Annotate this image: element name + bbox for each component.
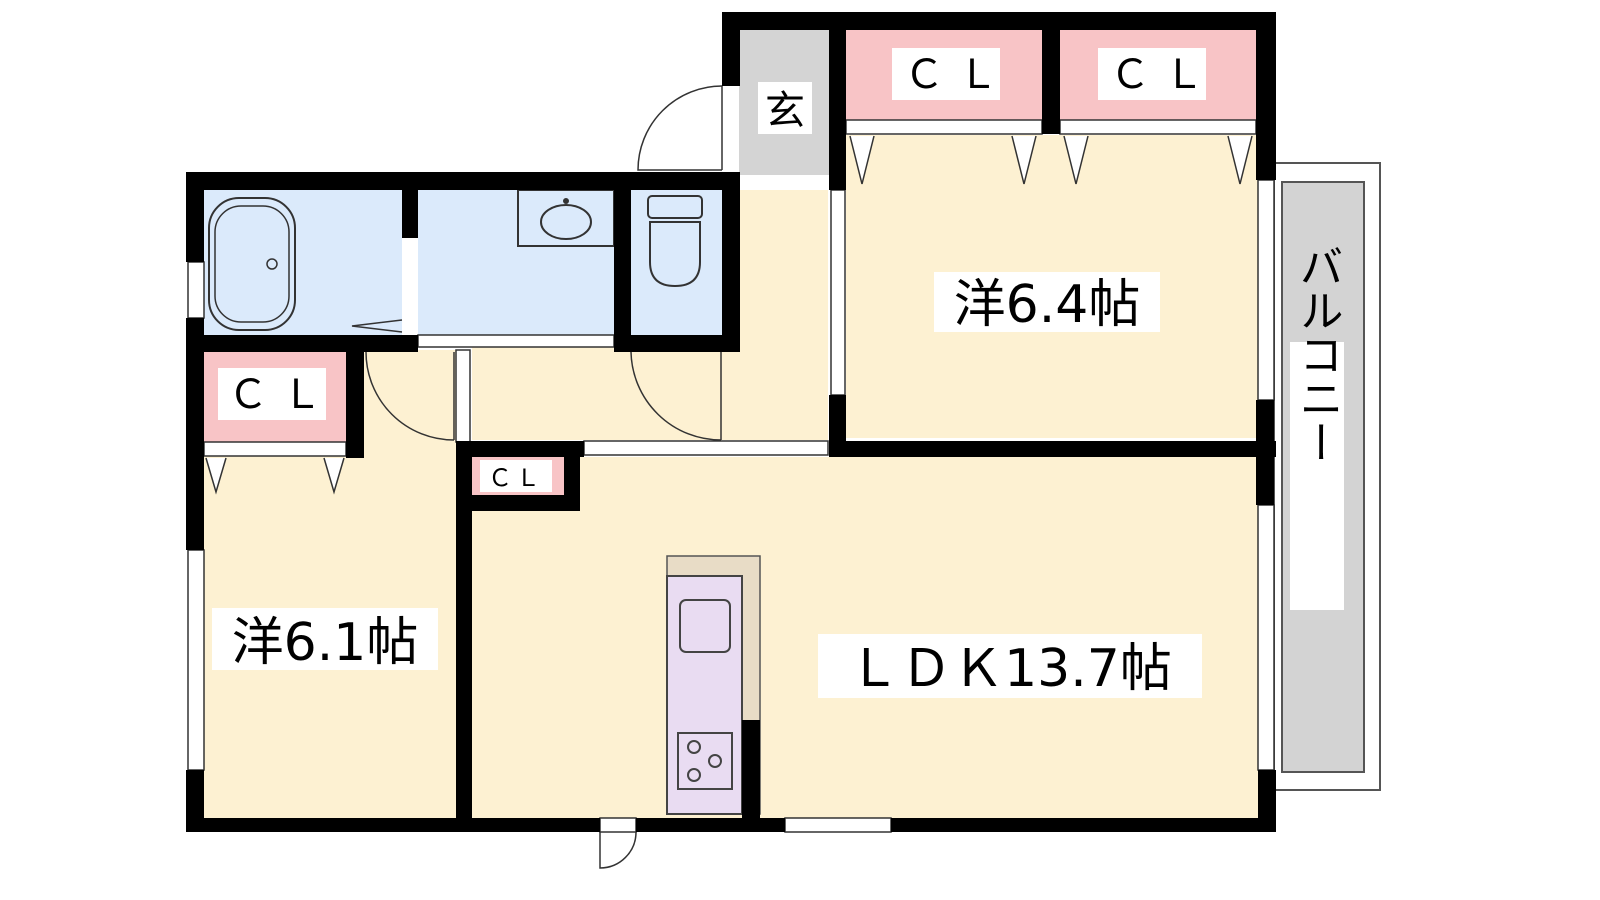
closet-top-right-label: ＣＬ	[1110, 52, 1218, 98]
entrance-door-swing	[637, 85, 723, 171]
balcony-label-bg	[1290, 342, 1344, 610]
closet-small-label-bg	[480, 460, 552, 492]
door-swings	[351, 85, 723, 869]
bathtub-icon	[208, 197, 296, 331]
western-room-b-door-swing	[365, 351, 455, 441]
burner-icon	[687, 740, 701, 754]
closet-west-room-label-bg	[218, 368, 326, 420]
bathtub-drain-icon	[266, 258, 278, 270]
exterior-door-swing	[599, 831, 637, 869]
kitchen-sink-icon	[679, 599, 731, 653]
closet-small-label: ＣＬ	[488, 464, 544, 492]
closet-west-room-label: ＣＬ	[228, 372, 336, 418]
closet-top-left-label: ＣＬ	[904, 52, 1012, 98]
closet-top-right-label-bg	[1098, 48, 1206, 100]
walls	[186, 12, 1276, 832]
western-room-a-label-bg	[934, 272, 1160, 332]
entrance-label: 玄	[765, 88, 805, 134]
bathroom-door-swing	[351, 319, 403, 333]
wash-basin-icon	[540, 204, 592, 240]
burner-icon	[708, 754, 722, 768]
balcony-label: バルコニー	[1292, 244, 1343, 464]
ldk-label: ＬＤＫ13.7帖	[848, 639, 1172, 699]
entrance-label-bg	[758, 82, 812, 134]
toilet-icon	[649, 221, 701, 288]
western-room-a-label: 洋6.4帖	[954, 275, 1141, 335]
washroom-floor	[418, 190, 614, 335]
western-room-b-label: 洋6.1帖	[232, 613, 419, 673]
toilet-tank	[647, 195, 703, 219]
stove-icon	[677, 732, 733, 790]
closet-doors	[203, 119, 1257, 495]
western-room-b-label-bg	[212, 608, 438, 670]
toilet-door-swing	[630, 351, 722, 441]
faucet-icon	[563, 198, 569, 204]
ldk-label-bg	[818, 634, 1202, 698]
bathtub-inner	[214, 205, 290, 323]
burner-icon	[687, 768, 701, 782]
closet-top-left-label-bg	[892, 48, 1000, 100]
